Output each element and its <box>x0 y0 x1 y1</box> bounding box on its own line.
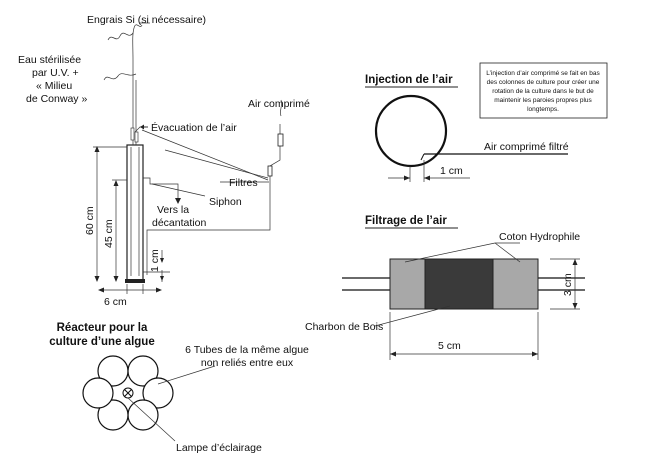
filters-label: Filtres <box>229 177 258 189</box>
reactor-base <box>125 279 145 283</box>
height-total-label: 60 cm <box>84 206 96 235</box>
cotton-left <box>389 258 426 310</box>
injection-title: Injection de l’air <box>365 74 453 86</box>
siphon-label: Siphon <box>209 196 242 208</box>
decant-label-line1: Vers la <box>157 204 189 216</box>
injection-note-line2: des colonnes de culture pour créer une <box>487 79 600 86</box>
height-bottom-label: 1 cm <box>149 249 161 272</box>
height-siphon-label: 45 cm <box>103 219 115 248</box>
filter-top <box>277 133 284 147</box>
tube-3 <box>142 377 174 409</box>
injection-note-line3: rotation de la culture dans le but de <box>492 88 594 95</box>
injection-note-line1: L’injection d’air comprimé se fait en ba… <box>486 70 600 77</box>
reactor-diagram: Engrais Si (si nécessaire) Eau stérilisé… <box>18 14 310 308</box>
exhaust-label: Évacuation de l’air <box>151 121 237 134</box>
air-supply-line <box>146 124 281 275</box>
water-label-line2: par U.V. + <box>32 67 79 79</box>
filtration-title: Filtrage de l’air <box>365 215 447 227</box>
cotton-label: Coton Hydrophile <box>499 231 580 243</box>
reactor-cross-section: Réacteur pour la culture d’une algue 6 T… <box>49 322 309 454</box>
cross-section-title-line2: culture d’une algue <box>49 336 154 348</box>
injection-note-line4: maintenir les paroies propres plus <box>494 97 592 104</box>
charcoal-core <box>424 258 494 310</box>
air-injection-diagram: Injection de l’air L’injection d’air com… <box>365 62 608 182</box>
charcoal-label: Charbon de Bois <box>305 321 383 333</box>
tube-5 <box>97 399 129 431</box>
water-label-line1: Eau stérilisée <box>18 54 81 66</box>
silica-label: Engrais Si (si nécessaire) <box>87 14 206 26</box>
injection-offset-label: 1 cm <box>440 165 463 177</box>
tubes-label-line1: 6 Tubes de la même algue <box>185 344 309 356</box>
tube-6 <box>82 377 114 409</box>
column-cross-section <box>374 94 448 168</box>
filter-height-label: 3 cm <box>562 273 574 296</box>
lamp-label: Lampe d’éclairage <box>176 442 262 454</box>
filter-length-label: 5 cm <box>438 340 461 352</box>
reactor-column <box>126 144 144 281</box>
cotton-right <box>492 258 539 310</box>
decant-label-line2: décantation <box>152 217 206 229</box>
lamp-icon <box>122 387 134 399</box>
air-injection-pipe <box>420 153 425 161</box>
width-label: 6 cm <box>104 296 127 308</box>
water-label-line3: « Milieu <box>36 80 72 92</box>
tube-4 <box>127 399 159 431</box>
silica-inlet-tube <box>132 24 143 145</box>
tubes-label-line2: non reliés entre eux <box>201 357 294 369</box>
water-label-line4: de Conway » <box>26 93 87 105</box>
siphon-tube <box>143 177 172 185</box>
injection-note-line5: longtemps. <box>527 106 559 113</box>
cross-section-title-line1: Réacteur pour la <box>57 322 148 334</box>
filtered-air-label: Air comprimé filtré <box>484 141 569 153</box>
injection-note-box <box>479 62 608 119</box>
filter-bottom <box>267 165 273 177</box>
compressed-air-label: Air comprimé <box>248 98 310 110</box>
air-filter-diagram: Filtrage de l’air Coton Hydrophile Charb… <box>305 215 585 360</box>
tube-2 <box>127 355 159 387</box>
